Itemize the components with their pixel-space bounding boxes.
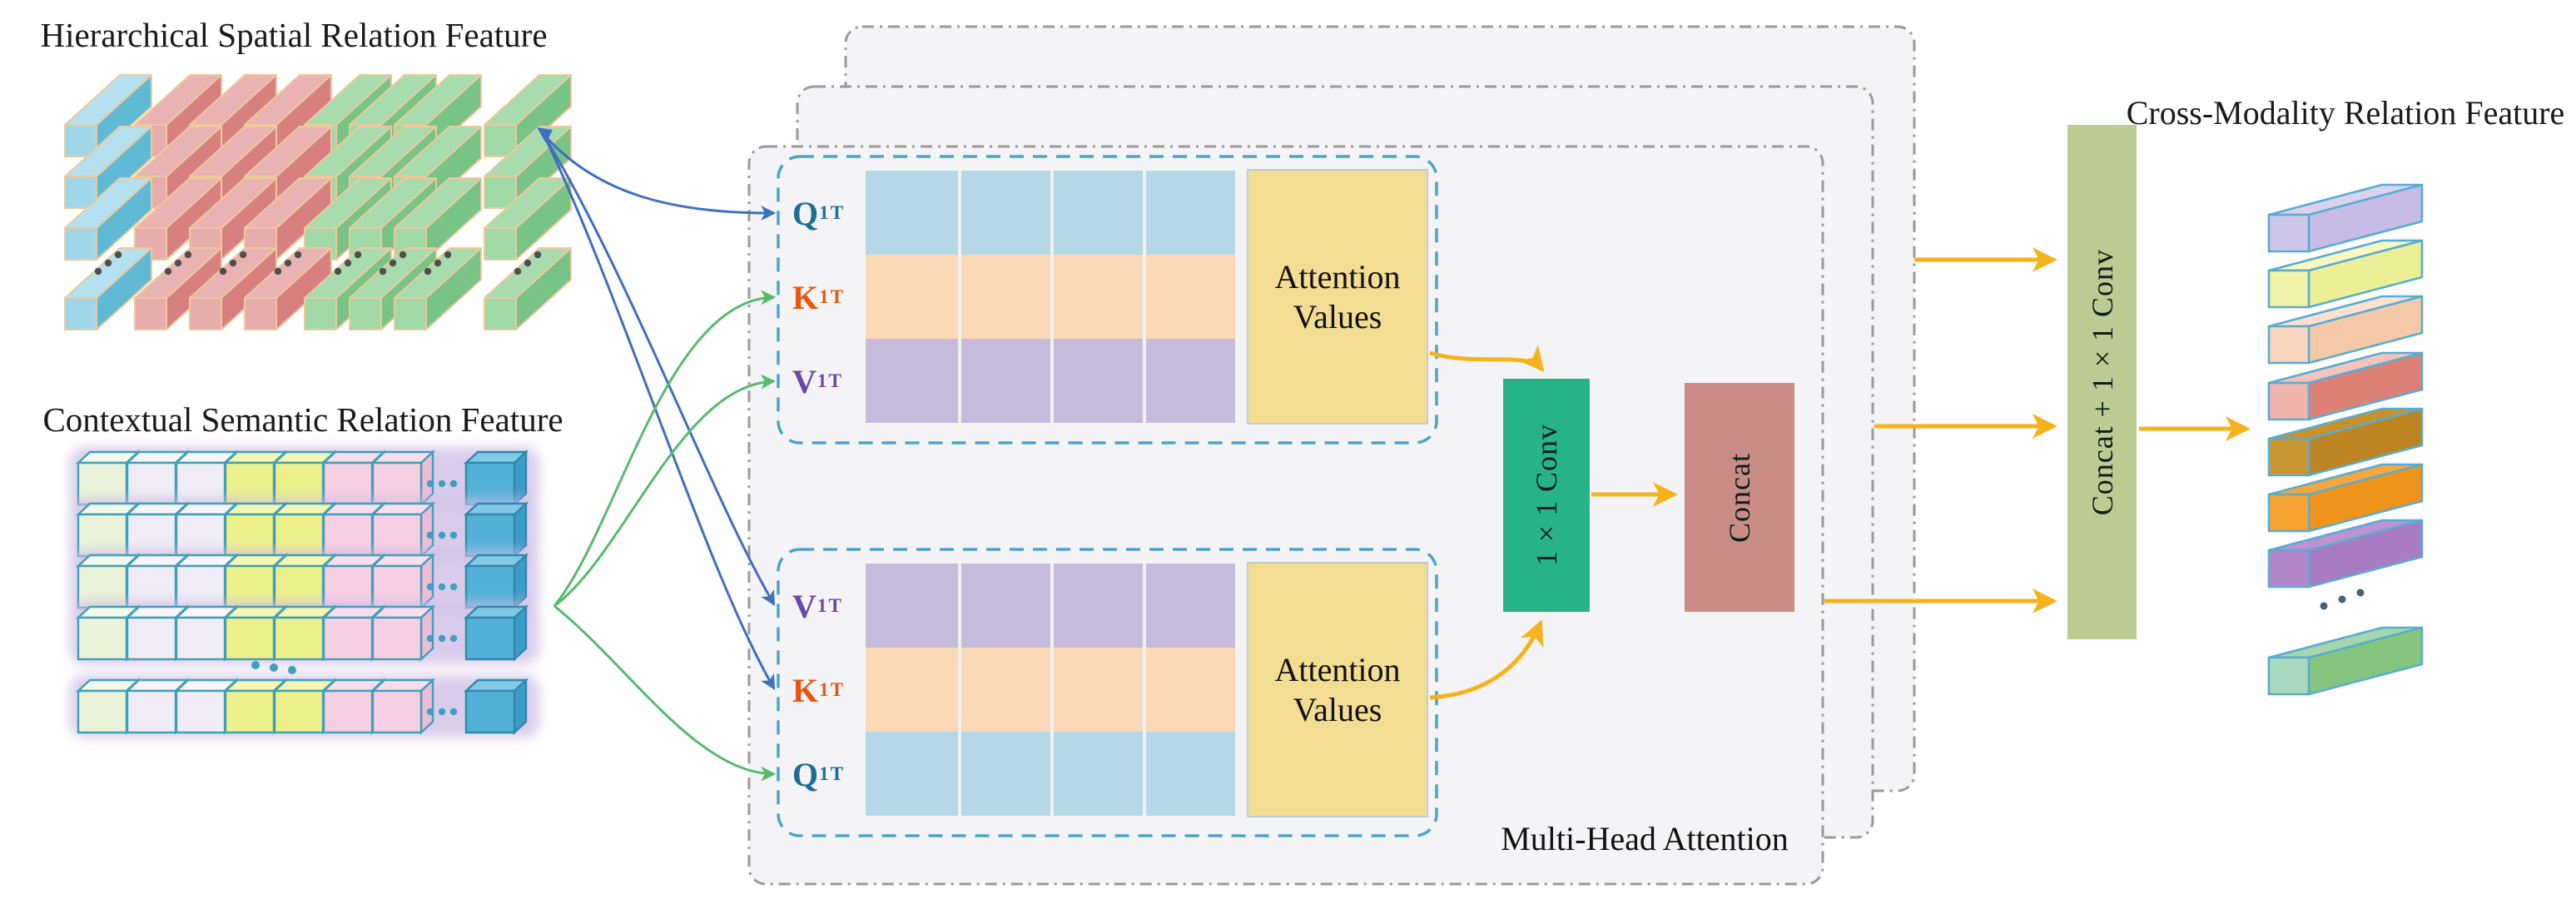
spatial-feature-bar	[134, 247, 222, 330]
spatial-feature-bar	[484, 177, 572, 261]
multi-head-attention-label: Multi-Head Attention	[1501, 820, 1789, 857]
matrix-column-divider	[958, 564, 961, 816]
context-cube-row	[70, 675, 539, 738]
contextual-feature-title: Contextual Semantic Relation Feature	[42, 400, 563, 439]
hierarchical-feature-grid	[64, 74, 572, 330]
spatial-feature-bar	[484, 74, 572, 157]
qkv-matrix-group2	[866, 564, 1235, 816]
conv-1x1-box: 1×1 Conv	[1503, 379, 1590, 612]
cross-modality-bar	[2267, 519, 2424, 589]
spatial-feature-bar	[349, 177, 437, 261]
spatial-feature-bar	[484, 247, 572, 330]
concat-conv-label: Concat + 1×1 Conv	[2085, 248, 2119, 516]
spatial-feature-bar	[394, 126, 482, 209]
spatial-ellipsis-dots	[94, 251, 542, 276]
spatial-feature-bar	[134, 126, 222, 209]
arrow-semantic-to-q2	[553, 604, 777, 782]
arrow-attention1-to-conv	[1429, 345, 1545, 372]
spatial-feature-bar	[484, 126, 572, 209]
arrow-semantic-to-k1	[553, 290, 777, 607]
spatial-feature-bar	[244, 177, 332, 261]
arrow-spatial-to-v2	[541, 132, 776, 606]
conv-1x1-label: 1×1 Conv	[1530, 424, 1563, 567]
cross-modality-bar	[2267, 351, 2424, 421]
spatial-feature-bar	[304, 74, 392, 157]
hierarchical-feature-title: Hierarchical Spatial Relation Feature	[40, 16, 548, 54]
spatial-feature-bar	[189, 126, 277, 209]
matrix-column-divider	[1143, 564, 1146, 816]
concat-conv-box: Concat + 1×1 Conv	[2067, 125, 2137, 639]
spatial-feature-bar	[349, 74, 437, 157]
context-cube-row	[70, 602, 539, 664]
spatial-feature-bar	[304, 177, 392, 261]
cross-modality-bar	[2267, 239, 2424, 309]
cross-modality-bar	[2267, 626, 2424, 696]
cross-modality-bars	[2267, 183, 2424, 696]
concat-label: Concat	[1723, 452, 1756, 543]
spatial-feature-bar	[189, 247, 277, 330]
qkv-matrix-group1	[866, 171, 1235, 423]
arrow-attention2-to-conv	[1429, 619, 1544, 700]
contextual-feature-rows	[70, 447, 539, 738]
arrow-spatial-to-q1	[541, 132, 777, 221]
context-cube-row	[70, 447, 539, 509]
spatial-feature-bar	[244, 74, 332, 157]
spatial-feature-bar	[394, 74, 482, 157]
spatial-feature-bar	[134, 74, 222, 157]
context-row-ellipsis	[251, 661, 296, 674]
spatial-feature-bar	[189, 177, 277, 261]
spatial-feature-bar	[189, 74, 277, 157]
context-cube-row	[70, 499, 539, 561]
matrix-column-divider	[1143, 171, 1146, 423]
matrix-column-divider	[1050, 564, 1054, 816]
spatial-feature-bar	[64, 126, 152, 209]
spatial-feature-bar	[244, 126, 332, 209]
cross-modality-ellipsis	[2320, 589, 2365, 610]
concat-box: Concat	[1685, 383, 1794, 612]
cross-modality-bar	[2267, 295, 2424, 365]
cross-modality-bar	[2267, 407, 2424, 477]
spatial-feature-bar	[244, 247, 332, 330]
context-cube-row	[70, 550, 539, 613]
arrow-spatial-source-head	[537, 127, 553, 143]
spatial-feature-bar	[349, 247, 437, 330]
spatial-feature-bar	[349, 126, 437, 209]
spatial-feature-bar	[304, 126, 392, 209]
spatial-feature-bar	[64, 177, 152, 261]
matrix-column-divider	[958, 171, 961, 423]
spatial-feature-bar	[394, 247, 482, 330]
cross-modality-feature-title: Cross-Modality Relation Feature	[2126, 94, 2565, 132]
cross-modality-bar	[2267, 183, 2424, 253]
spatial-feature-bar	[64, 247, 152, 330]
spatial-feature-bar	[394, 177, 482, 261]
matrix-column-divider	[1050, 171, 1054, 423]
cross-modality-bar	[2267, 463, 2424, 533]
spatial-feature-bar	[134, 177, 222, 261]
spatial-feature-bar	[64, 74, 152, 157]
spatial-feature-bar	[304, 247, 392, 330]
